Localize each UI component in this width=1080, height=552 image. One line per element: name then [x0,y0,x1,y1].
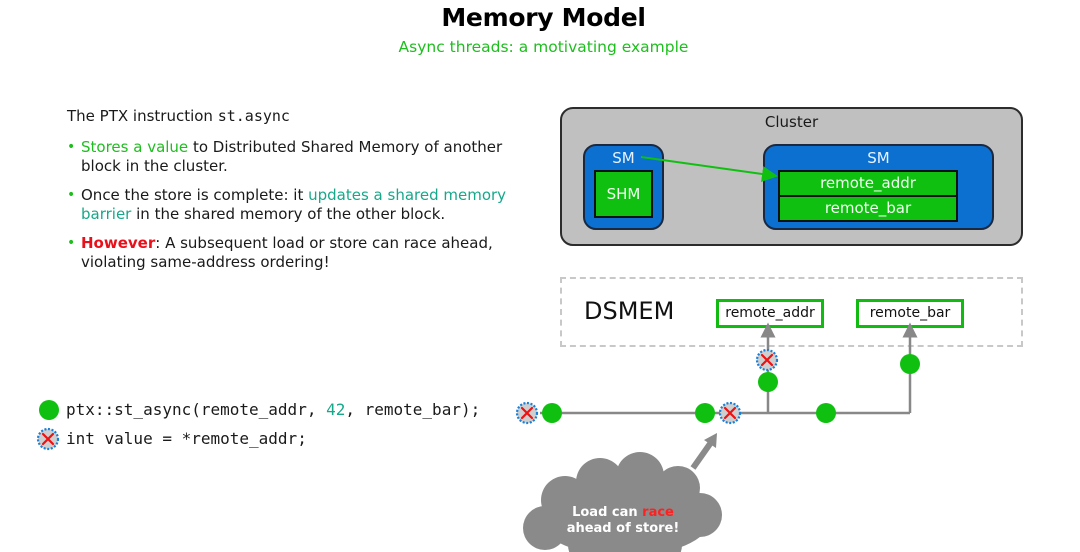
shm-box: SHM [594,170,653,218]
callout-line1: Load can [572,505,643,520]
bullet-item: • Once the store is complete: it updates… [67,186,517,224]
callout-text: Load can race ahead of store! [548,505,698,537]
code-line-store: ptx::st_async(remote_addr, 42, remote_ba… [66,400,480,419]
sm-right: SM remote_addr remote_bar [763,144,994,230]
cloud-icon [523,452,722,552]
code-text: , remote_bar); [345,400,481,419]
store-arrow [640,156,778,182]
bullet-item: • Stores a value to Distributed Shared M… [67,138,517,176]
dsmem-region: DSMEM remote_addr remote_bar [560,277,1023,347]
green-dot-icon [695,403,715,423]
bullet-text: Once the store is complete: it [81,186,309,204]
bullet-text: : A subsequent load or store can race ah… [81,234,493,271]
dsmem-label: DSMEM [584,297,675,325]
green-dot-icon [758,372,778,392]
bullet-highlight: updates a shared memory barrier [81,186,507,223]
bullet-highlight: Stores a value [81,138,189,156]
cluster-label: Cluster [764,113,819,131]
cluster-box: Cluster SM SHM SM remote_addr remote_bar [560,107,1023,246]
bullet-dot-icon: • [67,187,76,203]
sm-left-label: SM [612,149,635,167]
callout-line2: ahead of store! [566,521,680,536]
red-x-token-icon [36,427,60,451]
sm-right-label: SM [867,149,890,167]
page-subtitle: Async threads: a motivating example [398,38,689,56]
green-dot-icon [900,354,920,374]
bullet-dot-icon: • [67,235,76,251]
code-number: 42 [326,400,346,419]
intro-prefix: The PTX instruction [67,107,218,125]
red-x-token-icon [515,401,539,425]
green-dot-icon [542,403,562,423]
bullet-dot-icon: • [67,139,76,155]
page-title: Memory Model [441,3,646,32]
callout-arrow [690,439,715,470]
red-x-token-icon [718,401,742,425]
code-text: ptx::st_async(remote_addr, [66,400,327,419]
red-x-token-icon [755,348,779,372]
intro-text: The PTX instruction st.async [67,107,290,125]
bullet-list: • Stores a value to Distributed Shared M… [67,138,517,282]
instruction-name: st.async [217,107,290,125]
sm-left: SM SHM [583,144,664,230]
green-dot-icon [816,403,836,423]
bullet-text: to Distributed Shared Memory of another … [81,138,503,175]
bullet-text: in the shared memory of the other block. [131,205,446,223]
code-line-load: int value = *remote_addr; [66,429,307,448]
bullet-item: • However: A subsequent load or store ca… [67,234,517,272]
callout-arrowhead-icon [704,433,717,448]
remote-bar-slot: remote_bar [778,195,958,222]
callout-race-word: race [642,505,674,520]
bullet-highlight: However [81,234,156,252]
green-dot-icon [39,400,59,420]
